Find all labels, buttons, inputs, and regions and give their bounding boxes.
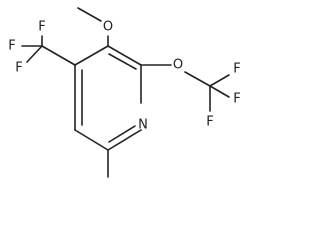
bond-o-methoxy-ch3	[77, 7, 102, 22]
atom-label-f-cf3-top: F	[38, 20, 45, 35]
atom-label-f-cf3-left-top: F	[8, 39, 15, 54]
bond-ocf3-c-f-right	[209, 85, 230, 98]
atom-label-n-ring: N	[138, 118, 148, 133]
atom-label-o-methoxy: O	[103, 20, 113, 35]
ring-bond-n-c6	[107, 129, 142, 151]
atom-label-f-ocf3-top: F	[233, 62, 240, 77]
bond-ocf3-c-f-top	[209, 74, 230, 87]
atom-label-o-ocf3: O	[173, 58, 183, 73]
ring-bond-c3-c2-inner	[108, 53, 137, 70]
ring-bond-n-c6-inner	[108, 125, 136, 143]
structure-svg: O O N F F F F F F	[8, 7, 241, 178]
atom-label-f-ocf3-bottom: F	[206, 115, 213, 130]
chemical-structure: O O N F F F F F F	[8, 7, 241, 178]
atom-label-f-ocf3-right: F	[233, 92, 240, 107]
bond-c4-cf3	[41, 45, 76, 66]
bond-o-ocf3-cf3	[184, 71, 211, 87]
ring-bond-c6-c5	[74, 129, 109, 151]
atom-label-f-cf3-left-bottom: F	[15, 61, 22, 76]
bond-cf3-f-left-bottom	[26, 45, 43, 63]
ring-bond-c3-c2	[107, 45, 142, 66]
ring-bond-c4-c3	[74, 45, 109, 66]
